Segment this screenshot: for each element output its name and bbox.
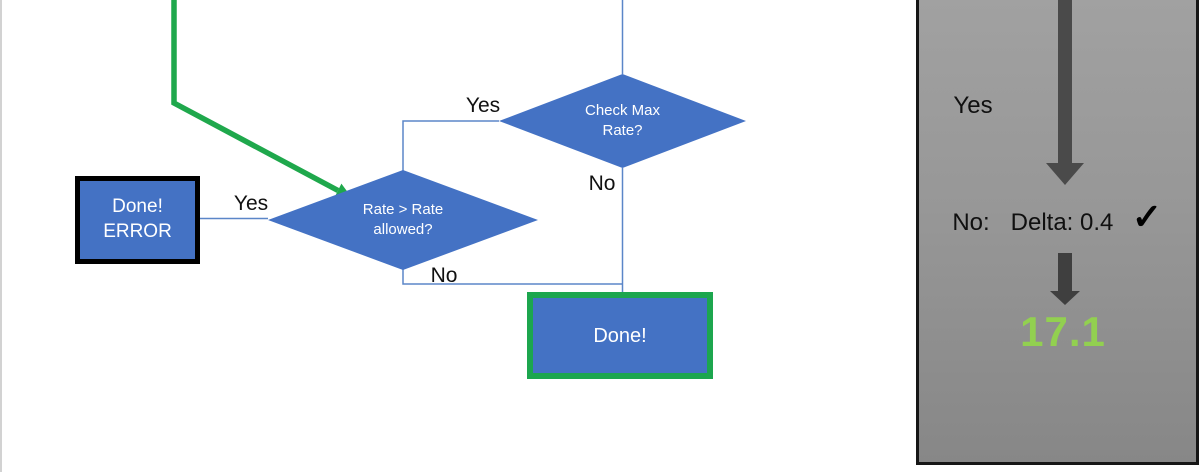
panel-yes-label: Yes (953, 92, 993, 119)
decision-rate-allowed-text: Rate > Rate allowed? (362, 200, 444, 238)
node-done-label: Done! (593, 324, 647, 347)
panel-delta-value: Delta: 0.4 (1010, 209, 1114, 236)
down-arrow-icon-shaft (1058, 0, 1072, 163)
node-done-error: Done! ERROR (75, 176, 200, 264)
edge-label-checkmax-no: No (588, 172, 616, 195)
panel-result-value: 17.1 (1020, 308, 1106, 355)
green-highlight-path (171, 0, 340, 193)
down-arrow-2-icon (1050, 291, 1080, 305)
down-arrow-2-icon-shaft (1058, 253, 1072, 291)
edge-label-rateallowed-no: No (430, 264, 458, 287)
node-done-error-line2: ERROR (103, 221, 172, 242)
edge-label-rateallowed-yes: Yes (233, 192, 269, 215)
node-done-error-line1: Done! (112, 196, 163, 218)
node-done: Done! (527, 292, 713, 379)
panel-no-label: No: (952, 209, 990, 236)
side-panel: Yes No: Delta: 0.4 ✓ 17.1 (916, 0, 1199, 465)
edge-label-checkmax-yes: Yes (465, 94, 501, 117)
slide-left-edge-line (0, 0, 2, 472)
checkmark-icon: ✓ (1131, 196, 1163, 237)
down-arrow-icon (1046, 163, 1084, 185)
decision-check-max-rate-text: Check Max Rate? (584, 101, 661, 139)
